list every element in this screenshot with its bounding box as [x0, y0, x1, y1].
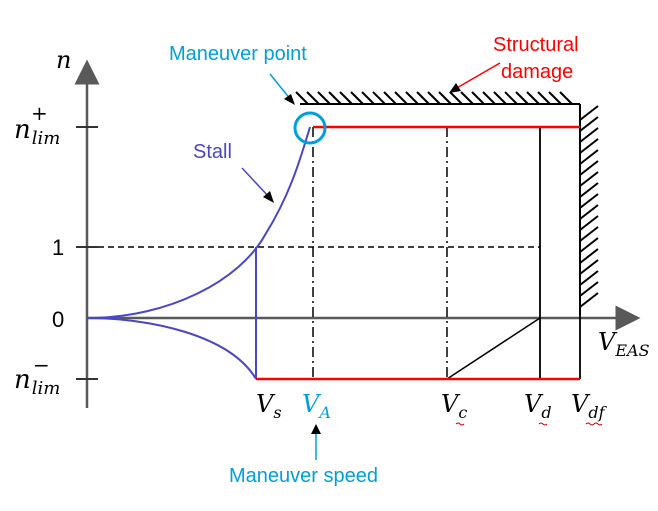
hatch-mark	[515, 91, 529, 105]
stall-arrow	[241, 167, 274, 203]
hatch-mark	[482, 91, 496, 105]
maneuver-point-arrow	[269, 73, 295, 105]
hatch-mark	[449, 91, 463, 105]
vd-label: Vd	[524, 390, 552, 422]
n-lim-minus-label: nlim	[14, 365, 60, 399]
hatch-mark	[405, 91, 419, 105]
hatch-mark	[361, 91, 375, 105]
n-lim-plus-sup: +	[31, 101, 48, 125]
structural-damage-arrow	[449, 62, 501, 93]
one-label: 1	[52, 235, 64, 260]
hatch-mark	[579, 237, 599, 253]
stall-label: Stall	[193, 141, 232, 163]
hatch-mark	[526, 91, 540, 105]
hatch-mark	[427, 91, 441, 105]
hatch-mark	[579, 116, 599, 132]
hatch-mark	[579, 204, 599, 220]
hatch-mark	[383, 91, 397, 105]
vc-sub-squiggle	[455, 422, 465, 426]
y-axis-label: n	[56, 46, 71, 74]
maneuver-point-circle	[293, 111, 327, 145]
hatch-mark	[579, 149, 599, 165]
hatch-mark	[579, 138, 599, 154]
hatch-mark	[579, 171, 599, 187]
structural-damage-hatch-top	[295, 91, 580, 105]
vc-label: Vc	[441, 390, 467, 422]
n-lim-minus-sup: −	[33, 353, 50, 377]
hatch-mark	[416, 91, 430, 105]
hatch-mark	[579, 193, 599, 209]
hatch-mark	[350, 91, 364, 105]
vc-vd-diagonal	[446, 317, 541, 380]
hatch-mark	[579, 215, 599, 231]
vd-sub-squiggle	[538, 422, 548, 426]
hatch-mark	[579, 292, 599, 308]
hatch-mark	[394, 91, 408, 105]
hatch-mark	[317, 91, 331, 105]
hatch-mark	[579, 270, 599, 286]
x-axis-label: VEAS	[598, 328, 650, 360]
structural-damage-hatch-right	[579, 104, 599, 315]
hatch-mark	[295, 91, 309, 105]
structural-damage-label-line2: damage	[501, 61, 573, 83]
vs-label: Vs	[256, 390, 282, 422]
vdf-label: Vdf	[571, 390, 608, 422]
vdf-sub-squiggle	[585, 422, 603, 426]
hatch-mark	[339, 91, 353, 105]
hatch-mark	[537, 91, 551, 105]
va-label: VA	[302, 390, 331, 422]
structural-damage-label-line1: Structural	[493, 34, 579, 56]
hatch-mark	[579, 127, 599, 143]
hatch-mark	[579, 226, 599, 242]
hatch-mark	[504, 91, 518, 105]
hatch-mark	[493, 91, 507, 105]
stall-curve-negative	[86, 317, 257, 380]
hatch-mark	[579, 259, 599, 275]
hatch-mark	[559, 91, 573, 105]
hatch-mark	[579, 248, 599, 264]
hatch-mark	[438, 91, 452, 105]
hatch-mark	[579, 182, 599, 198]
zero-label: 0	[52, 307, 64, 332]
hatch-mark	[579, 160, 599, 176]
n-lim-plus-label: nlim	[14, 115, 60, 149]
hatch-mark	[471, 91, 485, 105]
hatch-mark	[372, 91, 386, 105]
hatch-mark	[306, 91, 320, 105]
maneuver-speed-label: Maneuver speed	[229, 465, 378, 487]
hatch-mark	[579, 281, 599, 297]
hatch-mark	[328, 91, 342, 105]
hatch-mark	[579, 105, 599, 121]
hatch-mark	[548, 91, 562, 105]
hatch-mark	[460, 91, 474, 105]
maneuver-point-label: Maneuver point	[169, 43, 307, 65]
maneuver-speed-arrow	[311, 424, 321, 460]
stall-curve-positive	[86, 126, 311, 319]
